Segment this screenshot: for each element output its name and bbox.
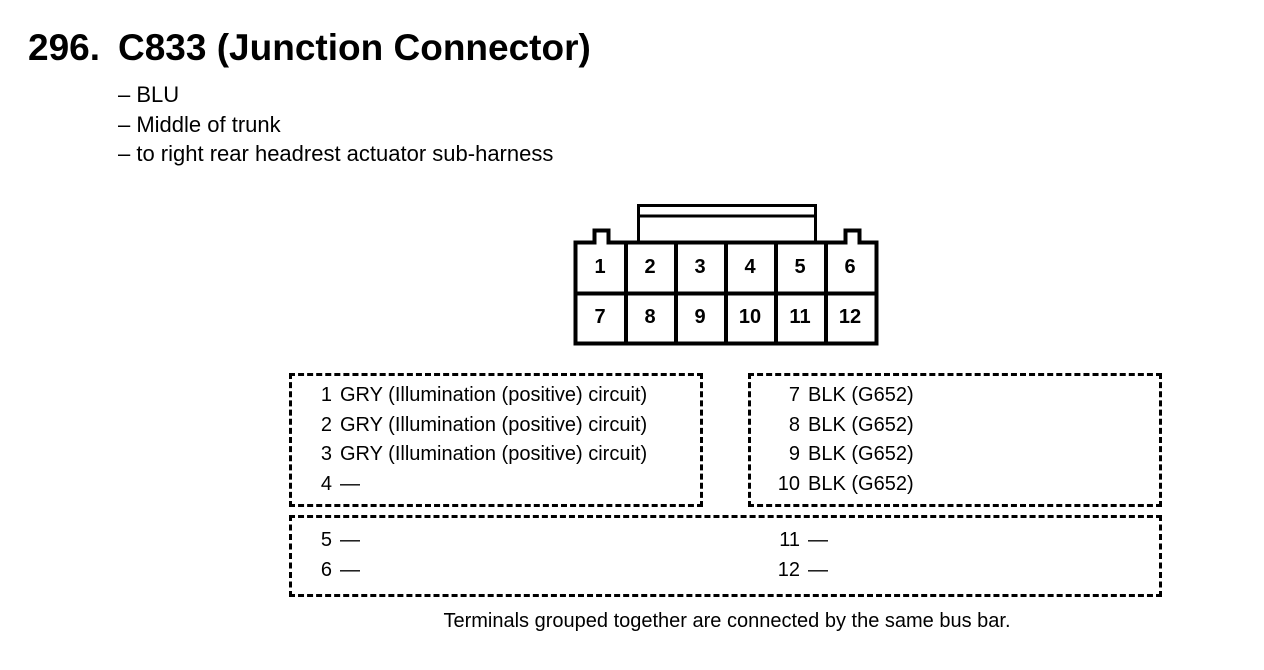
connector-number: 296. bbox=[28, 27, 101, 68]
pin-row: 4— bbox=[310, 469, 360, 499]
pin-number: 8 bbox=[788, 414, 800, 436]
cavity-label: 10 bbox=[739, 306, 761, 328]
pin-number: 9 bbox=[788, 443, 800, 465]
pin-description: — bbox=[340, 529, 360, 551]
cavity-label: 2 bbox=[644, 256, 655, 278]
pin-number: 5 bbox=[320, 529, 332, 551]
pin-number: 7 bbox=[788, 384, 800, 406]
cavity-label: 9 bbox=[694, 306, 705, 328]
pin-description: — bbox=[340, 559, 360, 581]
pin-description: GRY (Illumination (positive) circuit) bbox=[340, 414, 648, 436]
pin-description: BLK (G652) bbox=[808, 384, 914, 406]
pin-row: 3 GRY (Illumination (positive) circuit) bbox=[310, 439, 647, 469]
page-title: 296. C833 (Junction Connector) bbox=[28, 26, 591, 70]
cavity-label: 7 bbox=[594, 306, 605, 328]
cavity-label: 4 bbox=[744, 256, 756, 278]
pin-row: 11 — bbox=[770, 525, 828, 555]
cavity-label: 6 bbox=[844, 256, 855, 278]
cavity-label: 1 bbox=[594, 256, 605, 278]
pin-description: — bbox=[808, 559, 828, 581]
pin-description: BLK (G652) bbox=[808, 414, 914, 436]
detail-location: – Middle of trunk bbox=[118, 111, 281, 137]
pin-number: 12 bbox=[777, 559, 800, 581]
locking-tab bbox=[637, 204, 817, 244]
cavity-label: 11 bbox=[789, 306, 810, 328]
connector-name: C833 (Junction Connector) bbox=[118, 27, 591, 68]
pin-number: 2 bbox=[320, 414, 332, 436]
pin-description: GRY (Illumination (positive) circuit) bbox=[340, 384, 648, 406]
pin-row: 8 BLK (G652) bbox=[770, 410, 914, 440]
pin-row: 10 BLK (G652) bbox=[770, 469, 914, 499]
bus-bar-group-a bbox=[289, 373, 703, 507]
bus-bar-note: Terminals grouped together are connected… bbox=[443, 610, 1011, 632]
detail-color: – BLU bbox=[118, 82, 180, 107]
pin-number: 3 bbox=[320, 443, 332, 465]
pin-description: — bbox=[340, 473, 360, 495]
pin-row: 7 BLK (G652) bbox=[770, 380, 914, 410]
connector-details: – BLU – Middle of trunk – to right rear … bbox=[118, 80, 553, 169]
bus-bar-group-c bbox=[289, 515, 1162, 597]
cavity-label: 12 bbox=[839, 306, 861, 328]
pin-description: BLK (G652) bbox=[808, 443, 914, 465]
pin-description: BLK (G652) bbox=[808, 473, 914, 495]
pin-row: 12 — bbox=[770, 555, 828, 585]
pin-row: 9 BLK (G652) bbox=[770, 439, 914, 469]
pin-description: — bbox=[808, 529, 828, 551]
pin-row: 2 GRY (Illumination (positive) circuit) bbox=[310, 410, 647, 440]
bus-bar-group-b bbox=[748, 373, 1162, 507]
connector-body bbox=[573, 228, 879, 346]
detail-destination: – to right rear headrest actuator sub-ha… bbox=[118, 141, 554, 166]
cavity-label: 5 bbox=[794, 256, 805, 278]
cavity-label: 3 bbox=[694, 256, 705, 278]
cavity-label: 8 bbox=[644, 306, 655, 328]
pin-number: 6 bbox=[320, 559, 332, 581]
pin-description: GRY (Illumination (positive) circuit) bbox=[340, 443, 648, 465]
pin-row: 6— bbox=[310, 555, 360, 585]
pin-number: 10 bbox=[777, 473, 800, 495]
pin-row: 1 GRY (Illumination (positive) circuit) bbox=[310, 380, 647, 410]
pin-number: 11 bbox=[779, 529, 800, 551]
pin-number: 1 bbox=[320, 384, 332, 406]
pin-number: 4 bbox=[320, 473, 332, 495]
pin-row: 5— bbox=[310, 525, 360, 555]
